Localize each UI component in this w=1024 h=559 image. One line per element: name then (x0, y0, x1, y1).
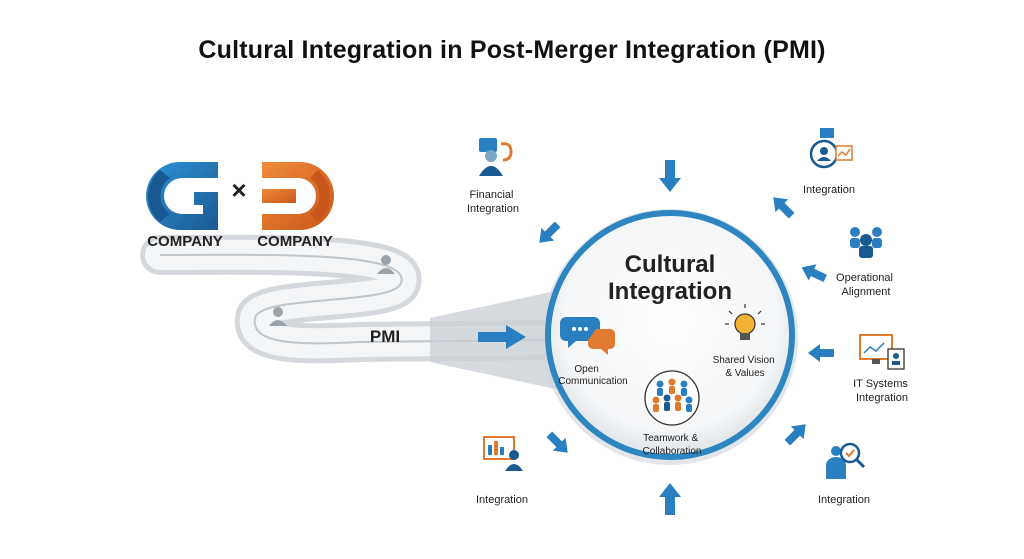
center-title-line2: Integration (608, 278, 732, 305)
satellite-label: Financial Integration (467, 189, 519, 215)
item-label: Teamwork & Collaboration (643, 433, 702, 457)
satellite-label: Integration (803, 184, 855, 196)
search-person-icon (826, 442, 866, 479)
pmi-road (140, 234, 580, 390)
center-title-line1: Cultural (625, 251, 716, 278)
analysis-person-icon (809, 128, 853, 169)
monitor-icon (859, 334, 905, 370)
arrow-icon (808, 344, 834, 362)
cultural-integration-circle (542, 209, 798, 465)
team-icon (850, 227, 882, 258)
lightbulb-icon (725, 304, 765, 340)
finance-people-icon (479, 138, 513, 176)
arrow-icon (539, 221, 561, 243)
page-title: Cultural Integration in Post-Merger Inte… (198, 36, 826, 64)
arrow-icon (546, 431, 568, 453)
satellite-label: IT Systems Integration (853, 378, 911, 404)
arrow-up-icon (659, 483, 681, 515)
team-group-icon (644, 370, 700, 426)
satellite-label: Integration (476, 494, 528, 506)
item-label: Open Communication (558, 364, 627, 387)
speech-bubbles-icon (560, 317, 615, 355)
person-icon (269, 307, 287, 326)
satellite-label: Operational Alignment (836, 272, 896, 298)
presentation-icon (483, 436, 523, 471)
person-icon (377, 255, 395, 274)
company-label-right: COMPANY (257, 233, 333, 250)
arrow-down-icon (659, 160, 681, 192)
arrow-icon (773, 197, 795, 219)
inward-arrows (539, 160, 834, 515)
company-logo-right (262, 162, 334, 230)
satellite-label: Integration (818, 494, 870, 506)
pmi-label: PMI (370, 327, 400, 346)
company-label-left: COMPANY (147, 233, 223, 250)
arrow-icon (784, 424, 806, 446)
arrow-icon (801, 264, 827, 283)
arrow-right-icon (478, 325, 526, 349)
item-label: Shared Vision & Values (713, 355, 778, 379)
company-logo-left (146, 162, 218, 230)
merge-symbol: × (231, 175, 246, 205)
